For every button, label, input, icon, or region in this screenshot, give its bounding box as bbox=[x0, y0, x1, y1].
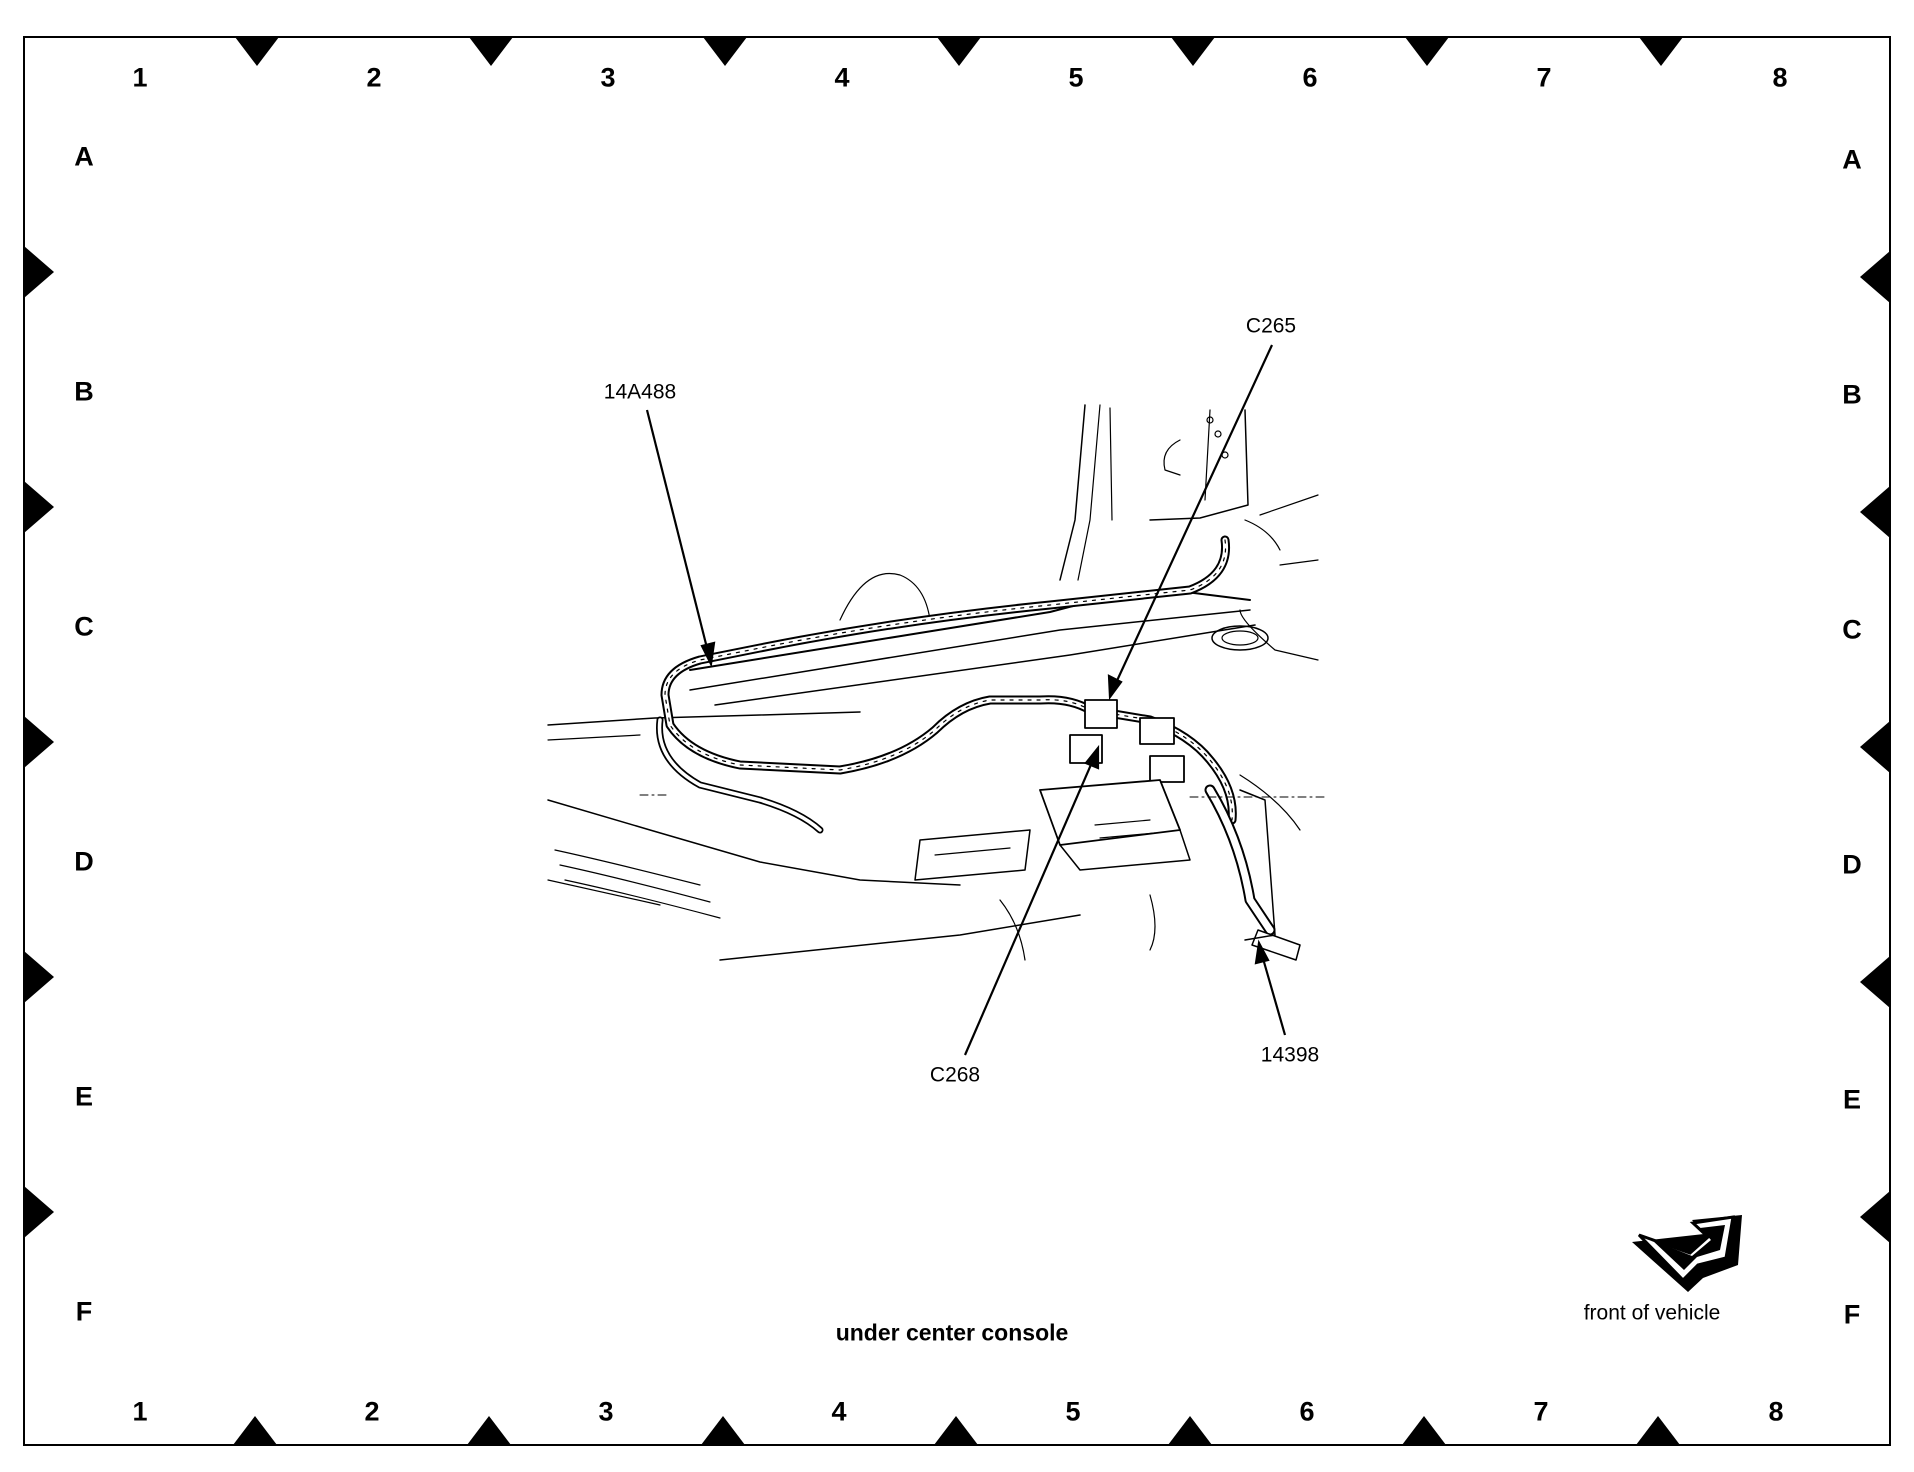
front-of-vehicle-label: front of vehicle bbox=[1583, 1301, 1721, 1325]
top-marker-5 bbox=[1171, 37, 1215, 66]
row-label-right-C: C bbox=[1842, 614, 1862, 645]
right-marker-4 bbox=[1860, 956, 1890, 1008]
bottom-marker-1 bbox=[233, 1416, 277, 1445]
left-marker-1 bbox=[24, 246, 54, 298]
top-marker-2 bbox=[469, 37, 513, 66]
col-label-bottom-3: 3 bbox=[598, 1396, 614, 1427]
bottom-marker-3 bbox=[701, 1416, 745, 1445]
leader-C265 bbox=[1114, 344, 1273, 686]
row-label-right-E: E bbox=[1842, 1084, 1862, 1115]
row-label-left-C: C bbox=[74, 611, 94, 642]
border bbox=[23, 36, 1891, 1446]
row-label-left-D: D bbox=[74, 846, 94, 877]
left-marker-3 bbox=[24, 716, 54, 768]
leader-lines bbox=[645, 344, 1287, 1056]
callout-14a488: 14A488 bbox=[603, 380, 677, 404]
top-marker-7 bbox=[1639, 37, 1683, 66]
bottom-marker-2 bbox=[467, 1416, 511, 1445]
top-marker-3 bbox=[703, 37, 747, 66]
right-marker-1 bbox=[1860, 251, 1890, 303]
col-label-bottom-1: 1 bbox=[132, 1396, 148, 1427]
top-marker-1 bbox=[235, 37, 279, 66]
bottom-marker-4 bbox=[934, 1416, 978, 1445]
left-marker-2 bbox=[24, 481, 54, 533]
grid-markers bbox=[24, 37, 1890, 1445]
row-label-right-B: B bbox=[1842, 379, 1862, 410]
col-label-bottom-4: 4 bbox=[831, 1396, 847, 1427]
col-label-top-2: 2 bbox=[366, 62, 382, 93]
col-label-bottom-6: 6 bbox=[1299, 1396, 1315, 1427]
col-label-top-3: 3 bbox=[600, 62, 616, 93]
col-label-bottom-7: 7 bbox=[1533, 1396, 1549, 1427]
col-label-top-5: 5 bbox=[1068, 62, 1084, 93]
bottom-marker-5 bbox=[1168, 1416, 1212, 1445]
callout-c268: C268 bbox=[929, 1063, 981, 1087]
row-label-right-A: A bbox=[1842, 144, 1862, 175]
top-marker-4 bbox=[937, 37, 981, 66]
col-label-top-1: 1 bbox=[132, 62, 148, 93]
top-marker-6 bbox=[1405, 37, 1449, 66]
right-marker-2 bbox=[1860, 486, 1890, 538]
right-marker-5 bbox=[1860, 1191, 1890, 1243]
caption: under center console bbox=[835, 1319, 1069, 1346]
row-label-left-A: A bbox=[74, 141, 94, 172]
front-arrow-icon bbox=[1632, 1215, 1742, 1292]
col-label-bottom-5: 5 bbox=[1065, 1396, 1081, 1427]
harness-illustration bbox=[547, 404, 1327, 961]
col-label-bottom-2: 2 bbox=[364, 1396, 380, 1427]
bottom-marker-6 bbox=[1402, 1416, 1446, 1445]
callout-c265: C265 bbox=[1245, 314, 1297, 338]
leader-14A488 bbox=[645, 409, 710, 653]
col-label-top-4: 4 bbox=[834, 62, 850, 93]
row-label-right-F: F bbox=[1843, 1299, 1861, 1330]
col-label-top-8: 8 bbox=[1772, 62, 1788, 93]
leader-C268 bbox=[963, 759, 1095, 1056]
left-marker-4 bbox=[24, 951, 54, 1003]
left-marker-5 bbox=[24, 1186, 54, 1238]
col-label-top-6: 6 bbox=[1302, 62, 1318, 93]
row-label-left-F: F bbox=[75, 1296, 93, 1327]
col-label-bottom-8: 8 bbox=[1768, 1396, 1784, 1427]
bottom-marker-7 bbox=[1636, 1416, 1680, 1445]
row-label-left-E: E bbox=[74, 1081, 94, 1112]
leader-14398 bbox=[1260, 954, 1287, 1036]
col-label-top-7: 7 bbox=[1536, 62, 1552, 93]
callout-14398: 14398 bbox=[1260, 1043, 1320, 1067]
right-marker-3 bbox=[1860, 721, 1890, 773]
row-label-left-B: B bbox=[74, 376, 94, 407]
row-label-right-D: D bbox=[1842, 849, 1862, 880]
